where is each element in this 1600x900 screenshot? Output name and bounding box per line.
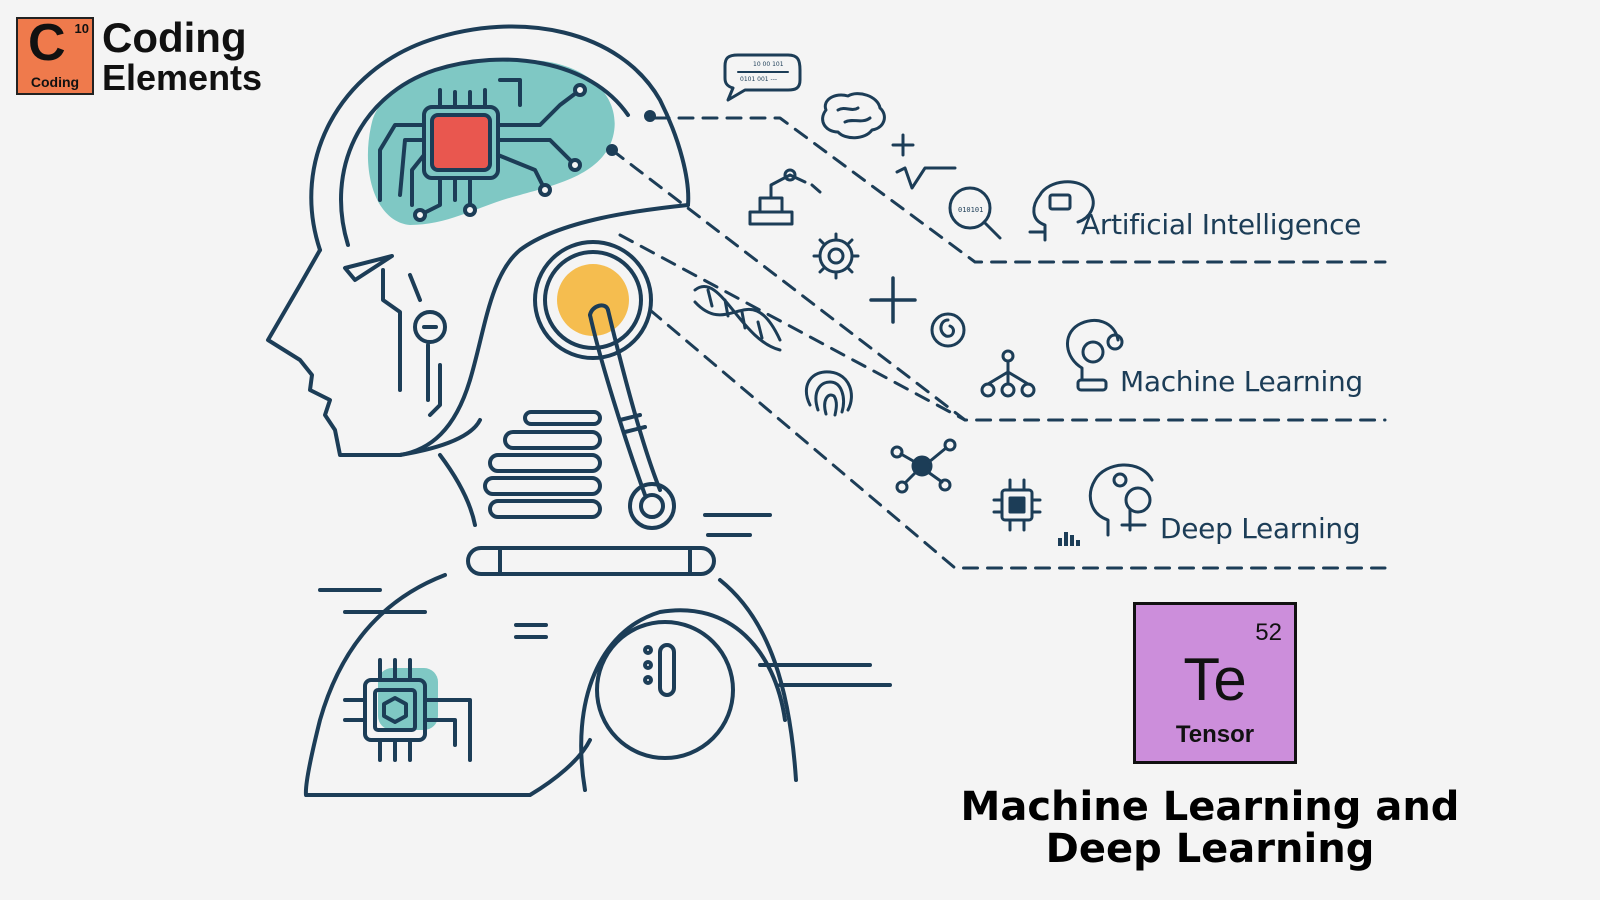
label-deep-learning: Deep Learning bbox=[1160, 512, 1361, 545]
helmet-outline bbox=[309, 24, 691, 252]
gear-socket-outer bbox=[533, 240, 653, 360]
brain-circuit-lines bbox=[378, 78, 582, 217]
element-symbol: Te bbox=[1183, 646, 1247, 713]
title-line-1: Machine Learning and bbox=[960, 784, 1460, 830]
deep-learning-head-icon bbox=[1088, 463, 1154, 537]
arm-joint-outer bbox=[628, 482, 676, 530]
ear-port bbox=[413, 310, 447, 344]
brain-icon bbox=[821, 92, 886, 140]
robot-arm-icon bbox=[748, 168, 822, 226]
label-artificial-intelligence: Artificial Intelligence bbox=[1081, 208, 1362, 241]
lightbulb-gear-icon bbox=[1066, 319, 1124, 392]
plus-icon-small bbox=[891, 133, 915, 157]
element-name: Tensor bbox=[1175, 721, 1255, 748]
arm-rod bbox=[588, 308, 662, 497]
network-star-icon bbox=[890, 438, 957, 494]
shoulder-joint bbox=[579, 608, 787, 792]
head-back-curve bbox=[398, 203, 690, 457]
element-number: 52 bbox=[1255, 619, 1282, 646]
logo-number: 10 bbox=[74, 21, 89, 36]
network-tree-icon bbox=[980, 349, 1036, 398]
sqrt-icon bbox=[895, 166, 957, 190]
gear-socket-inner bbox=[543, 250, 643, 350]
tensor-element-tile: 52 Te Tensor bbox=[1133, 602, 1297, 764]
dna-icon bbox=[693, 285, 782, 352]
brain-chip bbox=[430, 113, 492, 172]
page-title: Machine Learning and Deep Learning bbox=[930, 786, 1490, 870]
title-line-2: Deep Learning bbox=[1045, 826, 1375, 872]
arm-joint-inner bbox=[639, 493, 665, 519]
plus-icon-large bbox=[869, 276, 917, 324]
label-machine-learning: Machine Learning bbox=[1120, 365, 1363, 398]
body-outline-left bbox=[303, 573, 592, 797]
dashed-connectors bbox=[610, 116, 1387, 570]
logo-box: C 10 Coding bbox=[16, 14, 94, 95]
neck-line bbox=[438, 453, 477, 527]
bar-chart-icon bbox=[1058, 532, 1080, 546]
collar-bar bbox=[466, 546, 716, 576]
magnifier-text: 010101 bbox=[958, 206, 983, 214]
ai-head-icon bbox=[1028, 180, 1095, 242]
chat-bubble-line1: 10 00 101 bbox=[753, 61, 784, 68]
helmet-inner bbox=[339, 57, 630, 247]
logo-letter: C bbox=[28, 14, 66, 72]
magnifier-icon bbox=[948, 186, 1002, 240]
ear-circuit-2 bbox=[408, 273, 422, 302]
binary-chat-icon bbox=[723, 53, 802, 102]
fingerprint-icon bbox=[804, 370, 853, 417]
processor-icon bbox=[992, 478, 1042, 532]
ear-circuit-3 bbox=[426, 343, 442, 417]
shoulder-disc bbox=[595, 620, 735, 760]
gear-icon bbox=[812, 232, 860, 280]
logo-small-text: Coding bbox=[30, 74, 80, 90]
logo-text-coding: Coding bbox=[102, 14, 247, 61]
neck-bar-3 bbox=[488, 453, 602, 473]
face-eye bbox=[343, 254, 394, 282]
chat-bubble-line2: 0101 001 --- bbox=[740, 76, 777, 83]
neck-bar-4 bbox=[483, 476, 602, 496]
jaw-line bbox=[398, 418, 482, 457]
body-outline-right bbox=[718, 578, 798, 782]
neck-bar-5 bbox=[488, 499, 602, 519]
neck-bar-2 bbox=[503, 430, 602, 450]
neck-bar-1 bbox=[523, 410, 602, 426]
logo-text-elements: Elements bbox=[102, 57, 263, 98]
coding-elements-logo: C 10 Coding Coding Elements bbox=[16, 14, 286, 101]
spiral-icon bbox=[930, 312, 966, 348]
face-profile bbox=[266, 248, 402, 457]
ear-circuit-1 bbox=[381, 268, 402, 392]
